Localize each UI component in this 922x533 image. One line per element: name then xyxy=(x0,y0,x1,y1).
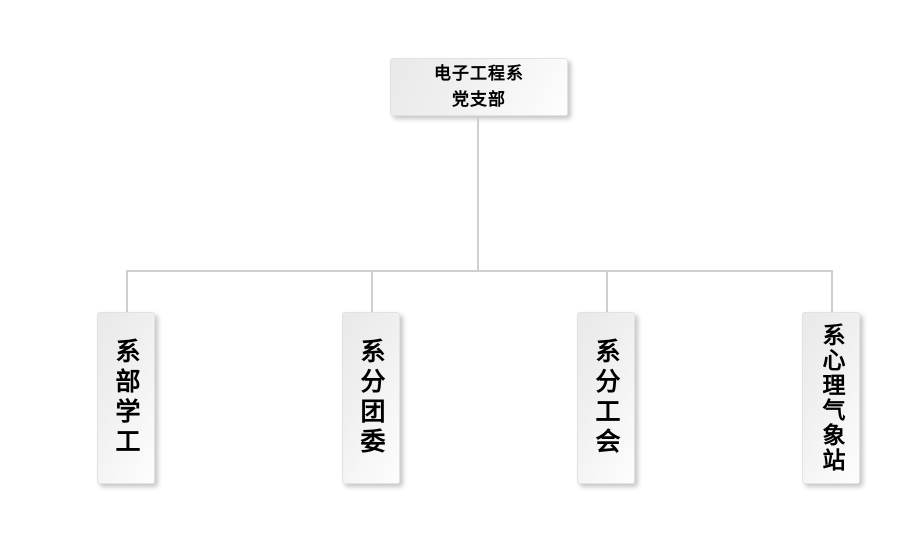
connector-drop-child-1 xyxy=(126,270,128,313)
org-node-child-3[interactable]: 系分工会 xyxy=(577,312,635,484)
org-node-root-label-line-1: 电子工程系 xyxy=(434,64,524,84)
org-node-child-2[interactable]: 系分团委 xyxy=(342,312,400,484)
connector-drop-child-2 xyxy=(371,270,373,313)
connector-horizontal-bus xyxy=(126,270,833,272)
org-node-root[interactable]: 电子工程系 党支部 xyxy=(390,58,568,116)
org-node-root-label: 电子工程系 党支部 xyxy=(434,61,524,113)
org-node-root-label-line-2: 党支部 xyxy=(452,90,506,110)
connector-root-stem xyxy=(477,116,479,271)
org-node-child-2-label: 系分团委 xyxy=(357,338,386,458)
connector-drop-child-3 xyxy=(606,270,608,313)
org-node-child-4-label: 系心理气象站 xyxy=(818,323,844,473)
connector-drop-child-4 xyxy=(831,270,833,313)
org-node-child-1-label: 系部学工 xyxy=(112,338,141,458)
org-node-child-4[interactable]: 系心理气象站 xyxy=(802,312,860,484)
org-node-child-1[interactable]: 系部学工 xyxy=(97,312,155,484)
org-node-child-3-label: 系分工会 xyxy=(592,338,621,458)
